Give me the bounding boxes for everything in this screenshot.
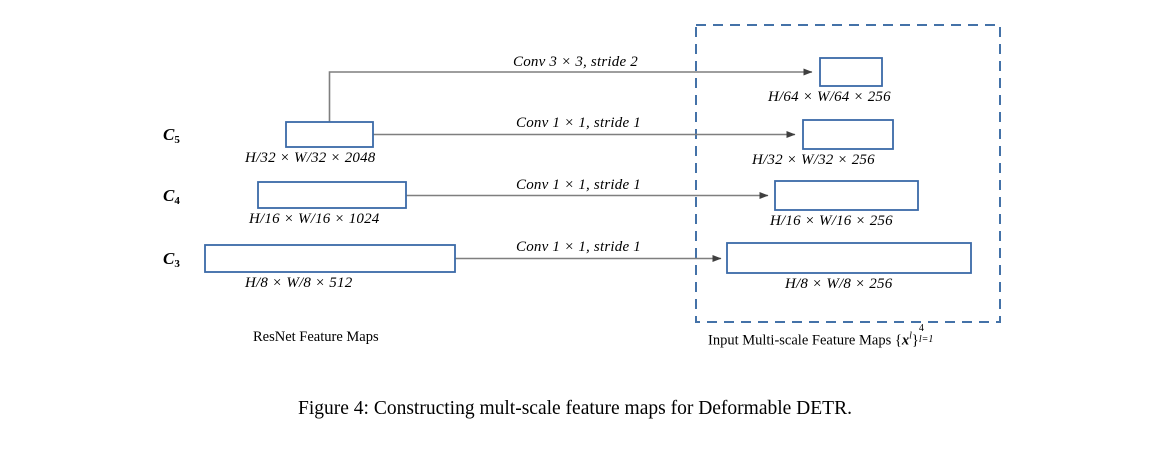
stage-label-c4: C4 (163, 186, 180, 207)
dim-label-level3: H/32 × W/32 × 256 (752, 152, 875, 168)
resnet-box-c4 (257, 181, 407, 209)
output-box-level4 (819, 57, 883, 87)
backbone-group-caption: ResNet Feature Maps (253, 329, 379, 345)
outputs-caption-index-top: 4 (918, 323, 924, 334)
op-label-conv-1x1-stride1-c5: Conv 1 × 1, stride 1 (516, 115, 641, 131)
outputs-caption-var: x (901, 332, 910, 349)
op-label-conv-1x1-stride1-c4: Conv 1 × 1, stride 1 (516, 177, 641, 193)
stage-label-c5: C5 (163, 125, 180, 146)
dim-label-level1: H/8 × W/8 × 256 (785, 276, 893, 292)
output-box-level3 (802, 119, 894, 150)
stage-label-c3: C3 (163, 249, 180, 270)
op-label-conv-1x1-stride1-c3: Conv 1 × 1, stride 1 (516, 239, 641, 255)
outputs-caption-var-sup: l (909, 330, 912, 342)
op-label-conv-3x3-stride2: Conv 3 × 3, stride 2 (513, 54, 638, 70)
resnet-box-c5 (285, 121, 374, 148)
resnet-box-c3 (204, 244, 456, 273)
outputs-caption-set-open: { (894, 332, 902, 349)
output-box-level2 (774, 180, 919, 211)
dim-label-level4: H/64 × W/64 × 256 (768, 89, 891, 105)
figure-caption: Figure 4: Constructing mult-scale featur… (298, 398, 852, 419)
outputs-caption-set-close: } (911, 332, 919, 349)
outputs-caption-index-bottom: l=1 (918, 334, 934, 345)
dim-label-c3: H/8 × W/8 × 512 (245, 275, 353, 291)
outputs-caption-prefix: Input Multi-scale Feature Maps (708, 332, 895, 349)
output-box-level1 (726, 242, 972, 274)
dim-label-c4: H/16 × W/16 × 1024 (249, 211, 380, 227)
dim-label-c5: H/32 × W/32 × 2048 (245, 150, 376, 166)
dim-label-level2: H/16 × W/16 × 256 (770, 213, 893, 229)
